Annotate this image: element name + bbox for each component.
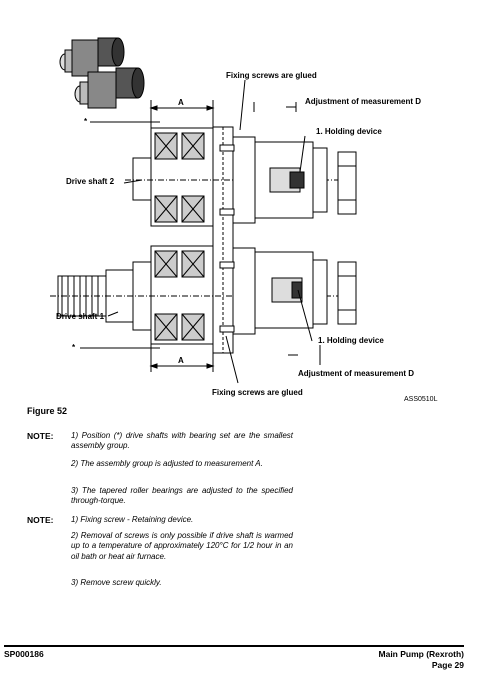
dimension-d <box>253 102 321 365</box>
footer-section-title: Main Pump (Rexroth) <box>378 649 464 659</box>
note-label: NOTE: <box>27 431 54 441</box>
asterisk-marker-top: * <box>84 117 88 126</box>
pump-assembly-drawing <box>50 37 357 384</box>
note-paragraph: 3) The tapered roller bearings are adjus… <box>71 486 293 506</box>
figure-title: Figure 52 <box>27 406 68 416</box>
label-dimension-a-top: A <box>178 98 184 107</box>
technical-figure: Fixing screws are glued Adjustment of me… <box>50 37 438 403</box>
upper-shaft-assembly <box>125 127 340 227</box>
note-paragraph: 2) The assembly group is adjusted to mea… <box>71 459 263 468</box>
dimension-a <box>149 100 215 372</box>
label-adjustment-d-bottom: Adjustment of measurement D <box>298 369 415 378</box>
holding-device-upper <box>232 136 357 224</box>
note-label: NOTE: <box>27 515 54 525</box>
note-paragraph: 2) Removal of screws is only possible if… <box>71 531 293 561</box>
note-paragraph: 1) Position (*) drive shafts with bearin… <box>71 431 293 451</box>
figure-code: ASS0510L <box>404 396 438 403</box>
footer-doc-id: SP000186 <box>4 649 44 659</box>
label-holding-device-bottom: 1. Holding device <box>318 336 384 345</box>
label-dimension-a-bottom: A <box>178 356 184 365</box>
label-fixing-screws-bottom: Fixing screws are glued <box>212 388 303 397</box>
label-drive-shaft-2: Drive shaft 2 <box>66 177 115 186</box>
label-drive-shaft-1: Drive shaft 1 <box>56 312 105 321</box>
footer-rule <box>4 645 464 647</box>
label-adjustment-d-top: Adjustment of measurement D <box>305 97 422 106</box>
footer-page-number: Page 29 <box>431 659 464 670</box>
shaft-illustration <box>59 37 145 109</box>
footer-right: Main Pump (Rexroth) Page 29 <box>379 649 464 670</box>
fixing-screws <box>219 144 235 333</box>
note-paragraph: 1) Fixing screw - Retaining device. <box>71 515 194 524</box>
asterisk-marker-bottom: * <box>72 343 76 352</box>
holding-device-lower <box>232 247 357 335</box>
label-fixing-screws-top: Fixing screws are glued <box>226 71 317 80</box>
leader-lines <box>80 79 313 384</box>
note-paragraph: 3) Remove screw quickly. <box>71 578 162 587</box>
label-holding-device-top: 1. Holding device <box>316 127 382 136</box>
lower-shaft-assembly <box>50 245 340 345</box>
